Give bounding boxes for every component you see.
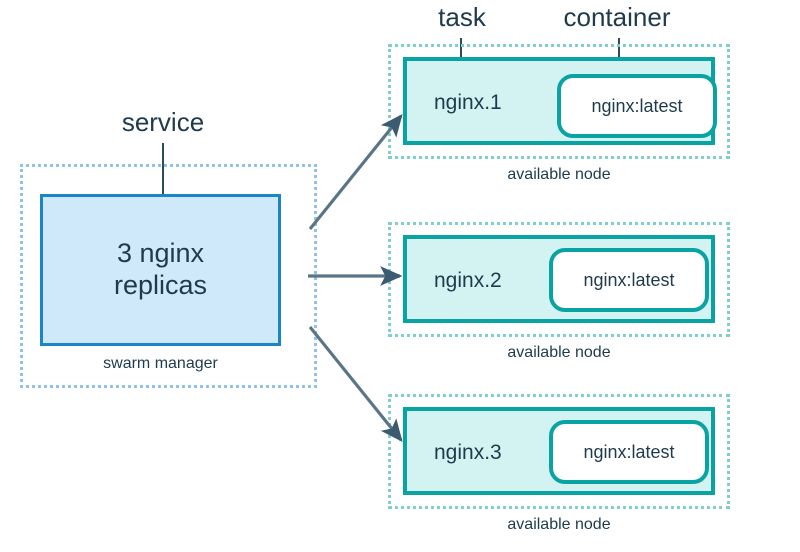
callout-label-service: service bbox=[121, 107, 205, 137]
container-box-1[interactable]: nginx:latest bbox=[557, 74, 717, 138]
service-label: 3 nginx replicas bbox=[114, 238, 207, 302]
container-label-3: nginx:latest bbox=[583, 441, 675, 462]
available-node-caption-2: available node bbox=[507, 344, 611, 361]
available-node-caption-3: available node bbox=[507, 516, 611, 533]
task-label-1: nginx.1 bbox=[434, 91, 502, 114]
available-node-caption-1: available node bbox=[507, 166, 611, 183]
callout-label-container: container bbox=[563, 2, 671, 32]
container-label-2: nginx:latest bbox=[583, 269, 675, 290]
available-node-zone-3 bbox=[388, 394, 730, 509]
available-node-zone-1 bbox=[388, 44, 730, 159]
service-label-line2: replicas bbox=[113, 270, 208, 300]
container-box-3[interactable]: nginx:latest bbox=[549, 420, 709, 484]
service-label-line1: 3 nginx bbox=[116, 238, 205, 269]
container-box-2[interactable]: nginx:latest bbox=[549, 248, 709, 312]
service-box[interactable]: 3 nginx replicas bbox=[40, 194, 281, 346]
callout-label-task: task bbox=[438, 2, 486, 32]
task-box-1[interactable]: nginx.1 nginx:latest bbox=[403, 57, 717, 145]
task-box-3[interactable]: nginx.3 nginx:latest bbox=[403, 407, 715, 495]
swarm-manager-caption: swarm manager bbox=[103, 355, 218, 372]
task-label-3: nginx.3 bbox=[434, 441, 502, 464]
container-label-1: nginx:latest bbox=[591, 95, 683, 116]
leader-line-service bbox=[162, 143, 164, 233]
task-box-2[interactable]: nginx.2 nginx:latest bbox=[403, 235, 715, 323]
task-label-2: nginx.2 bbox=[434, 269, 502, 292]
